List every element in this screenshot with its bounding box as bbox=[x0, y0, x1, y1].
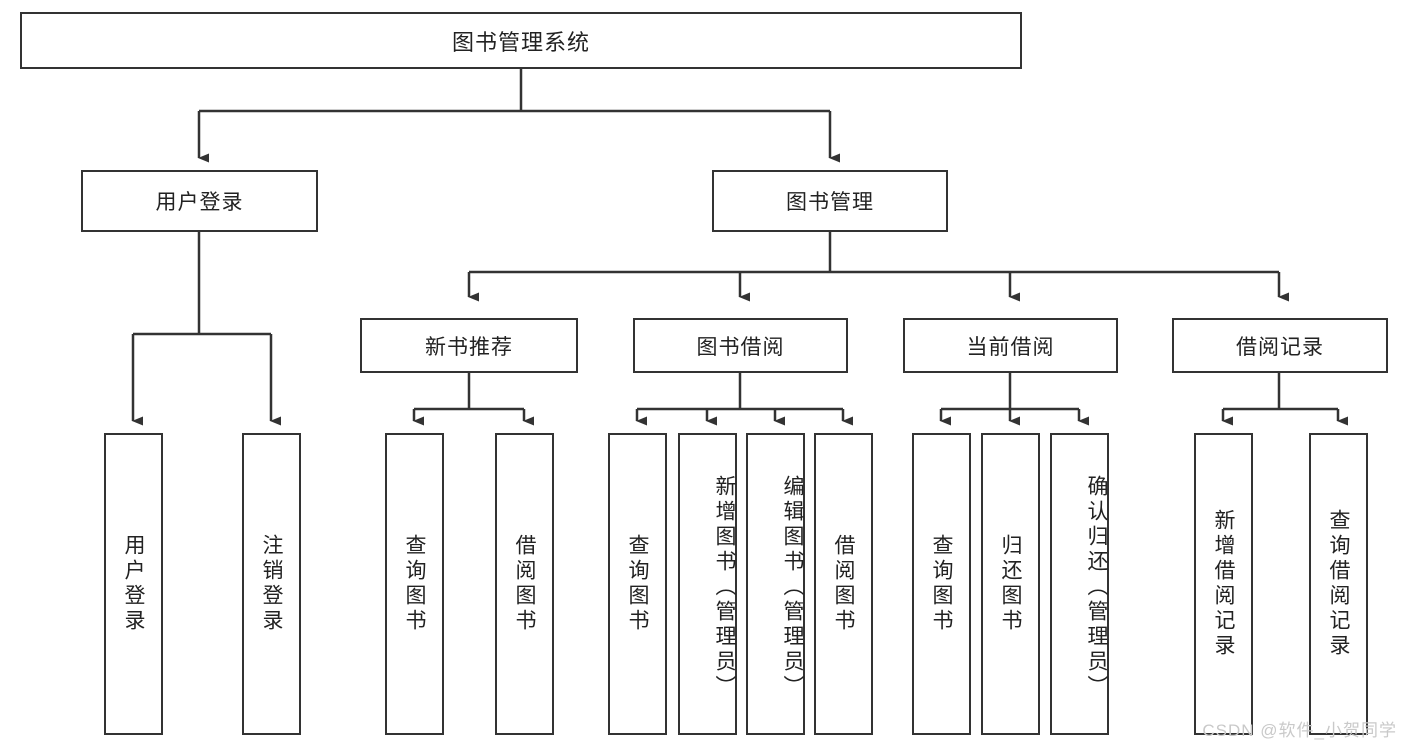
node-label: 图书管理系统 bbox=[451, 29, 590, 55]
node-current-borrow[interactable]: 当前借阅 bbox=[903, 318, 1118, 373]
node-label: 新增借阅记录 bbox=[1212, 509, 1235, 659]
leaf-confirm-return-admin[interactable]: 确认归还（管理员） bbox=[1050, 433, 1109, 735]
node-label: 查询借阅记录 bbox=[1327, 509, 1350, 659]
leaf-edit-book-admin[interactable]: 编辑图书（管理员） bbox=[746, 433, 805, 735]
node-label: 图书管理 bbox=[786, 191, 874, 214]
node-label: 借阅图书 bbox=[513, 534, 536, 634]
watermark: CSDN @软件_小贺同学 bbox=[1202, 721, 1397, 740]
node-new-book-recommend[interactable]: 新书推荐 bbox=[360, 318, 578, 373]
node-label: 图书借阅 bbox=[696, 335, 785, 359]
leaf-add-book-admin[interactable]: 新增图书（管理员） bbox=[678, 433, 737, 735]
node-label: 借阅图书 bbox=[832, 534, 855, 634]
node-label: 注销登录 bbox=[260, 534, 283, 634]
leaf-return-book[interactable]: 归还图书 bbox=[981, 433, 1040, 735]
leaf-add-borrow-record[interactable]: 新增借阅记录 bbox=[1194, 433, 1253, 735]
leaf-query-book-current[interactable]: 查询图书 bbox=[912, 433, 971, 735]
node-label: 编辑图书（管理员） bbox=[781, 474, 804, 700]
node-book-borrow[interactable]: 图书借阅 bbox=[633, 318, 848, 373]
node-label: 确认归还（管理员） bbox=[1085, 474, 1108, 700]
node-root-system[interactable]: 图书管理系统 bbox=[20, 12, 1022, 69]
node-label: 查询图书 bbox=[626, 534, 649, 634]
node-borrow-record[interactable]: 借阅记录 bbox=[1172, 318, 1388, 373]
leaf-borrow-book[interactable]: 借阅图书 bbox=[814, 433, 873, 735]
node-label: 借阅记录 bbox=[1236, 335, 1324, 359]
node-label: 用户登录 bbox=[122, 534, 145, 634]
node-label: 新增图书（管理员） bbox=[713, 474, 736, 700]
node-user-login[interactable]: 用户登录 bbox=[81, 170, 318, 232]
node-label: 查询图书 bbox=[930, 534, 953, 634]
leaf-user-logout[interactable]: 注销登录 bbox=[242, 433, 301, 735]
node-label: 查询图书 bbox=[403, 534, 426, 634]
node-label: 新书推荐 bbox=[425, 335, 513, 359]
leaf-query-borrow-record[interactable]: 查询借阅记录 bbox=[1309, 433, 1368, 735]
node-label: 当前借阅 bbox=[966, 335, 1055, 359]
leaf-user-login[interactable]: 用户登录 bbox=[104, 433, 163, 735]
node-label: 归还图书 bbox=[999, 534, 1022, 634]
node-book-management[interactable]: 图书管理 bbox=[712, 170, 948, 232]
leaf-query-book-borrow[interactable]: 查询图书 bbox=[608, 433, 667, 735]
leaf-query-book-recommend[interactable]: 查询图书 bbox=[385, 433, 444, 735]
node-label: 用户登录 bbox=[155, 191, 244, 214]
leaf-borrow-book-recommend[interactable]: 借阅图书 bbox=[495, 433, 554, 735]
